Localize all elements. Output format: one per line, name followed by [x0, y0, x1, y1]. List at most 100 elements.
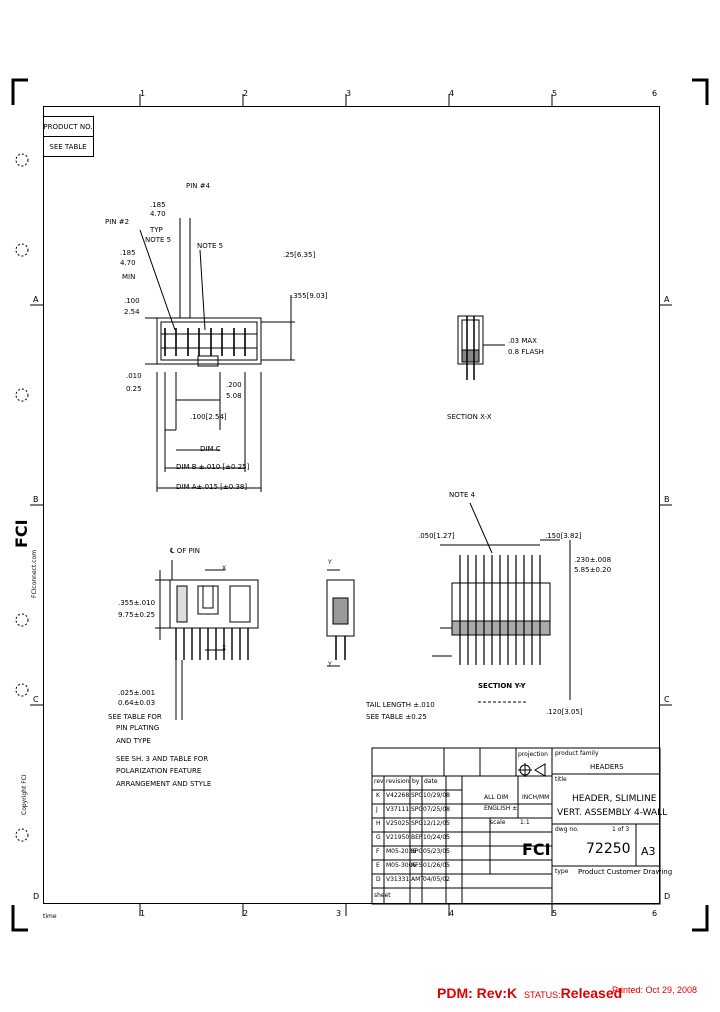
dim-355: .355[9.03] [291, 292, 328, 300]
note-polarization: POLARIZATION FEATURE [116, 767, 202, 775]
rev-row-2-ecn: V25025 [386, 820, 410, 827]
title-line-2: VERT. ASSEMBLY 4-WALL [557, 808, 668, 818]
dim-a: DIM A±.015 [±0.38] [176, 483, 248, 491]
row-label-a-left: A [33, 295, 39, 304]
rev-row-2-by: SPG [411, 820, 424, 827]
dim-100-a: .100 [124, 297, 140, 305]
note-pin-plating: PIN PLATING [116, 724, 160, 732]
label-section-y-y: SECTION Y-Y [478, 682, 526, 690]
section-y-y [432, 502, 571, 703]
note-and-type: AND TYPE [116, 737, 151, 745]
rev-row-5-date: 01/26/05 [423, 862, 450, 869]
timestamp: time [43, 913, 57, 920]
dim-100-b: .100[2.54] [190, 413, 227, 421]
label-cl-pin: ℄ OF PIN [170, 547, 201, 555]
rev-row-1-rev: J [376, 806, 378, 813]
sheet-size: A3 [641, 845, 656, 858]
dim-185-a: .185 [150, 201, 166, 209]
fci-side-logo: FCI [12, 519, 31, 548]
status-label: STATUS: [524, 990, 561, 1000]
dim-120: .120[3.05] [546, 708, 583, 716]
label-pin4: PIN #4 [186, 182, 211, 190]
rev-row-0-by: SPG [411, 792, 424, 799]
row-label-d-right: D [664, 892, 671, 901]
col-label-2-top: 2 [243, 89, 249, 98]
units-3: INCH/MM [522, 794, 550, 801]
projection-label: projection [518, 751, 548, 758]
sheet-count: 1 of 3 [612, 826, 630, 833]
rev-row-4-rev: F [376, 848, 380, 855]
rev-row-6-date: 04/05/02 [423, 876, 450, 883]
note-see-table: SEE TABLE FOR [108, 713, 162, 721]
col-label-1-bottom: 1 [140, 909, 146, 918]
dim-355-c: 9.75±0.25 [118, 611, 156, 619]
product-number-box: PRODUCT NO. SEE TABLE [43, 116, 94, 157]
rev-row-4-by: SPG [411, 848, 424, 855]
dim-050: .050[1.27] [418, 532, 455, 540]
status-value: Released [560, 985, 623, 1001]
dim-150: .150[3.82] [545, 532, 582, 540]
row-label-b-right: B [664, 495, 670, 504]
col-label-1-top: 1 [140, 89, 146, 98]
product-family-value: HEADERS [590, 763, 624, 771]
col-label-3-bottom: 3 [336, 909, 342, 918]
units-2: ENGLISH ± [484, 805, 518, 812]
dim-25: .25[6.35] [283, 251, 316, 259]
dim-025-b: .025±.001 [118, 689, 156, 697]
section-x-x [457, 315, 505, 380]
dim-b: DIM B ±.010 [±0.25] [176, 463, 250, 471]
dim-230-a: .230±.008 [574, 556, 612, 564]
side-view [326, 569, 355, 667]
dim-470-b: 4.70 [120, 259, 136, 267]
rev-row-6-ecn: V31331 [386, 876, 410, 883]
section-marker-x-top: X [222, 565, 227, 572]
section-marker-y-bottom: Y [328, 661, 332, 668]
type-label: type [555, 868, 569, 875]
rev-row-5-rev: E [376, 862, 380, 869]
note-arrangement: ARRANGEMENT AND STYLE [116, 780, 212, 788]
rev-header-by: by [412, 778, 420, 785]
label-min: MIN [122, 273, 136, 281]
col-label-6-bottom: 6 [652, 909, 658, 918]
dim-025: 0.25 [126, 385, 142, 393]
title-line-1: HEADER, SLIMLINE [572, 794, 657, 804]
col-label-4-bottom: 4 [449, 909, 455, 918]
product-number-value: SEE TABLE [43, 136, 93, 156]
row-label-a-right: A [664, 295, 670, 304]
label-note5-a: NOTE 5 [145, 236, 172, 244]
rev-row-6-by: AMT [411, 876, 424, 883]
row-label-b-left: B [33, 495, 39, 504]
rev-row-0-date: 10/29/08 [423, 792, 450, 799]
col-label-2-bottom: 2 [243, 909, 249, 918]
drawing-frame [43, 106, 660, 904]
dim-355-b: .355±.010 [118, 599, 156, 607]
pdm-revision: PDM: Rev:K [437, 985, 518, 1001]
note-see-table-2: SEE TABLE ±0.25 [366, 713, 427, 721]
label-max-flash-1: .03 MAX [508, 337, 537, 345]
row-label-d-left: D [33, 892, 40, 901]
dim-063: 0.64±0.03 [118, 699, 156, 707]
rev-row-4-date: 05/23/05 [423, 848, 450, 855]
fci-side-url: FCIconnect.com [31, 549, 38, 598]
rev-row-6-rev: D [376, 876, 381, 883]
note-tail-length: TAIL LENGTH ±.010 [366, 701, 435, 709]
front-view [155, 560, 259, 720]
dim-230-b: 5.85±0.20 [574, 566, 612, 574]
dim-010: .010 [126, 372, 142, 380]
product-number-header: PRODUCT NO. [43, 122, 93, 131]
rev-header-rev: rev [374, 778, 384, 785]
dim-200: .200 [226, 381, 242, 389]
rev-row-0-ecn: V42268 [386, 792, 410, 799]
note-see-sh3: SEE SH. 3 AND TABLE FOR [116, 755, 209, 763]
rev-row-1-date: 07/25/08 [423, 806, 450, 813]
dim-c: DIM C [200, 445, 221, 453]
scale-label: scale [490, 819, 506, 826]
copyright-text: Copyright FCI [21, 774, 28, 815]
status-line: STATUS:Released [524, 985, 622, 1001]
dim-254-a: 2.54 [124, 308, 140, 316]
rev-row-4-ecn: M05-2036 [386, 848, 417, 855]
rev-row-3-date: 10/24/05 [423, 834, 450, 841]
label-note5-b: NOTE 5 [197, 242, 224, 250]
rev-row-3-rev: G [376, 834, 381, 841]
